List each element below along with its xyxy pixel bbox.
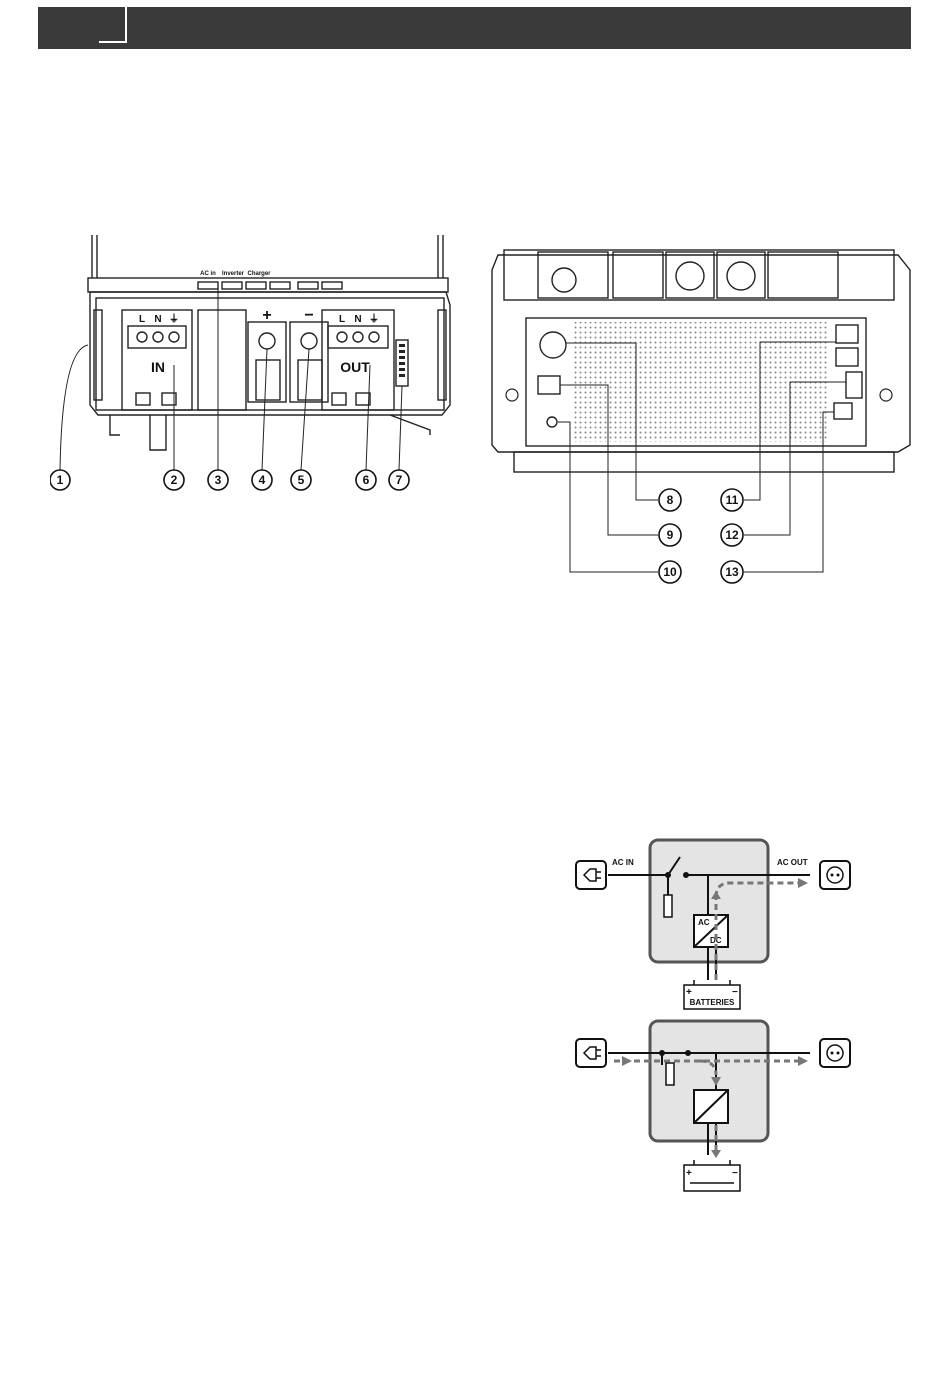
svg-text:1: 1 bbox=[57, 473, 64, 487]
svg-text:4: 4 bbox=[259, 473, 266, 487]
svg-text:8: 8 bbox=[667, 493, 674, 507]
callout-12: 12 bbox=[721, 524, 743, 546]
in-terminal-label: IN bbox=[151, 359, 165, 375]
inverter-mode-diagram: AC DC AC IN AC OUT + − BATTERIES bbox=[570, 835, 865, 1015]
svg-text:3: 3 bbox=[215, 473, 222, 487]
in-pin-ground-icon: ⏚ bbox=[169, 313, 179, 325]
callout-9: 9 bbox=[659, 524, 681, 546]
plug-icon bbox=[576, 861, 606, 889]
socket-icon bbox=[820, 1039, 850, 1067]
callout-7: 7 bbox=[389, 470, 409, 490]
ac-out-label: AC OUT bbox=[777, 858, 808, 867]
battery-minus-sign: − bbox=[304, 307, 313, 324]
svg-text:5: 5 bbox=[298, 473, 305, 487]
svg-text:11: 11 bbox=[726, 493, 739, 507]
battery-minus: − bbox=[732, 1168, 738, 1179]
callout-5: 5 bbox=[291, 470, 311, 490]
converter-ac-label: AC bbox=[698, 918, 710, 927]
reset-button[interactable] bbox=[547, 417, 557, 427]
svg-text:13: 13 bbox=[725, 565, 739, 579]
callout-8: 8 bbox=[659, 489, 681, 511]
callout-1: 1 bbox=[50, 470, 70, 490]
battery-minus: − bbox=[732, 987, 738, 998]
plug-icon bbox=[576, 1039, 606, 1067]
in-pin-l: L bbox=[139, 314, 145, 325]
header-bar bbox=[38, 7, 911, 49]
header-tab-mark bbox=[99, 7, 127, 43]
charger-mode-diagram: + − bbox=[570, 1015, 865, 1200]
out-terminal-label: OUT bbox=[340, 359, 370, 375]
front-view-figure: AC in Inverter Charger L N ⏚ IN L N ⏚ OU… bbox=[50, 230, 470, 500]
rj45-port-lower[interactable] bbox=[836, 348, 858, 366]
battery-plus: + bbox=[686, 987, 692, 998]
out-pin-l: L bbox=[339, 314, 345, 325]
rj45-port-upper[interactable] bbox=[836, 325, 858, 343]
in-pin-n: N bbox=[154, 314, 161, 325]
out-pin-ground-icon: ⏚ bbox=[369, 313, 379, 325]
callout-11: 11 bbox=[721, 489, 743, 511]
ac-in-label: AC IN bbox=[612, 858, 634, 867]
svg-text:12: 12 bbox=[725, 528, 739, 542]
batteries-label: BATTERIES bbox=[690, 998, 735, 1007]
rj12-port[interactable] bbox=[834, 403, 852, 419]
fuse-holder[interactable] bbox=[540, 332, 566, 358]
power-switch[interactable] bbox=[538, 376, 560, 394]
callout-2: 2 bbox=[164, 470, 184, 490]
out-pin-n: N bbox=[354, 314, 361, 325]
led-label-charger: Charger bbox=[247, 271, 271, 277]
callout-10: 10 bbox=[659, 561, 681, 583]
battery-plus: + bbox=[686, 1168, 692, 1179]
svg-text:9: 9 bbox=[667, 528, 674, 542]
svg-text:10: 10 bbox=[663, 565, 677, 579]
callout-6: 6 bbox=[356, 470, 376, 490]
svg-text:7: 7 bbox=[396, 473, 403, 487]
svg-text:2: 2 bbox=[171, 473, 178, 487]
led-label-inverter: Inverter bbox=[222, 271, 245, 277]
terminal-block[interactable] bbox=[846, 372, 862, 398]
callout-3: 3 bbox=[208, 470, 228, 490]
rear-view-figure: 8 9 10 11 12 13 bbox=[488, 230, 918, 590]
svg-text:6: 6 bbox=[363, 473, 370, 487]
socket-icon bbox=[820, 861, 850, 889]
callout-4: 4 bbox=[252, 470, 272, 490]
led-label-ac-in: AC in bbox=[200, 271, 216, 277]
callout-13: 13 bbox=[721, 561, 743, 583]
battery-plus-sign: + bbox=[262, 307, 271, 324]
